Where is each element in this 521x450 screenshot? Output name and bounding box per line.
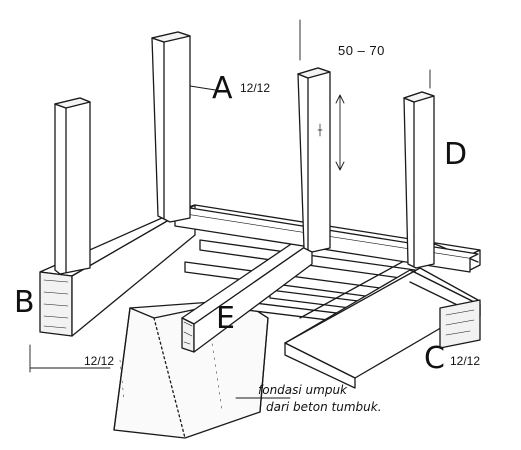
label-d: D — [444, 137, 468, 172]
dimension-lines — [29, 19, 431, 399]
size-b: 12/12 — [84, 354, 115, 368]
post-left — [54, 97, 91, 275]
label-a: A — [212, 71, 233, 106]
label-b: B — [14, 285, 35, 320]
size-c: 12/12 — [450, 354, 481, 368]
label-c: C — [424, 341, 445, 376]
label-e: E — [216, 301, 235, 336]
post-middle — [297, 67, 331, 253]
beam-c — [284, 243, 481, 389]
size-a: 12/12 — [240, 81, 271, 95]
post-a — [151, 31, 191, 223]
beam-e — [181, 237, 313, 353]
post-d — [403, 91, 435, 269]
foundation-note-line1: fondasi umpuk — [258, 383, 348, 397]
spacing-dimension: 50 – 70 — [338, 43, 385, 58]
foundation-note-line2: dari beton tumbuk. — [266, 400, 382, 414]
